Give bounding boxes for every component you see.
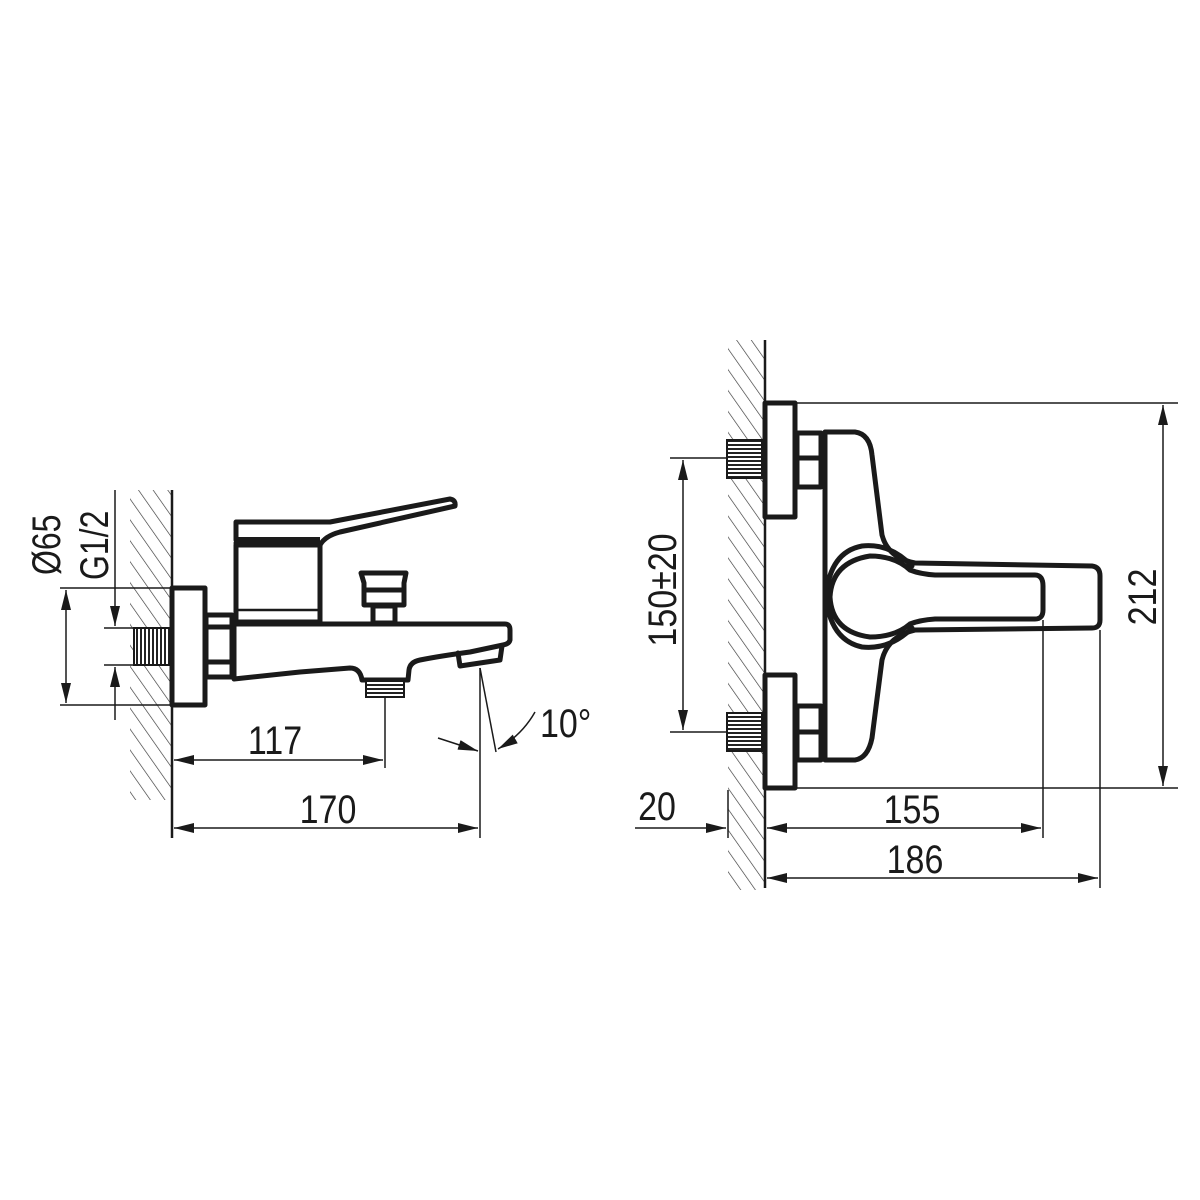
wall-flange (169, 585, 208, 708)
total-projection-label: 186 (887, 836, 944, 881)
spout-projection-label: 170 (300, 786, 357, 831)
upper-flange (762, 400, 798, 520)
diameter-label: Ø65 (24, 515, 69, 575)
wall-offset-label: 20 (638, 783, 676, 828)
side-view: Ø65 G1/2 117 170 10° (24, 490, 591, 838)
diverter-knob (358, 570, 409, 608)
spout-body (231, 621, 513, 683)
total-height-label: 212 (1119, 569, 1164, 626)
inlet-spacing-label: 150±20 (639, 533, 684, 646)
spout-angle-label: 10° (540, 700, 591, 745)
front-view: 212 150±20 20 155 186 (635, 340, 1178, 890)
outlet-thread (365, 680, 405, 698)
lever-handle (233, 496, 458, 548)
spout-nozzle (455, 643, 505, 669)
thread-size-label: G1/2 (72, 511, 117, 580)
mixer-body (822, 429, 1103, 763)
lever-handle (827, 553, 1046, 640)
inlet-thread (133, 627, 171, 666)
handle-ring (823, 543, 915, 650)
handle-projection-label: 155 (884, 786, 941, 831)
connector-nut (203, 612, 235, 680)
upper-inlet-thread (726, 439, 763, 479)
outlet-distance-label: 117 (248, 717, 302, 762)
lower-inlet-thread (726, 712, 763, 752)
wall-hatch (728, 340, 765, 890)
lower-flange (762, 672, 798, 791)
